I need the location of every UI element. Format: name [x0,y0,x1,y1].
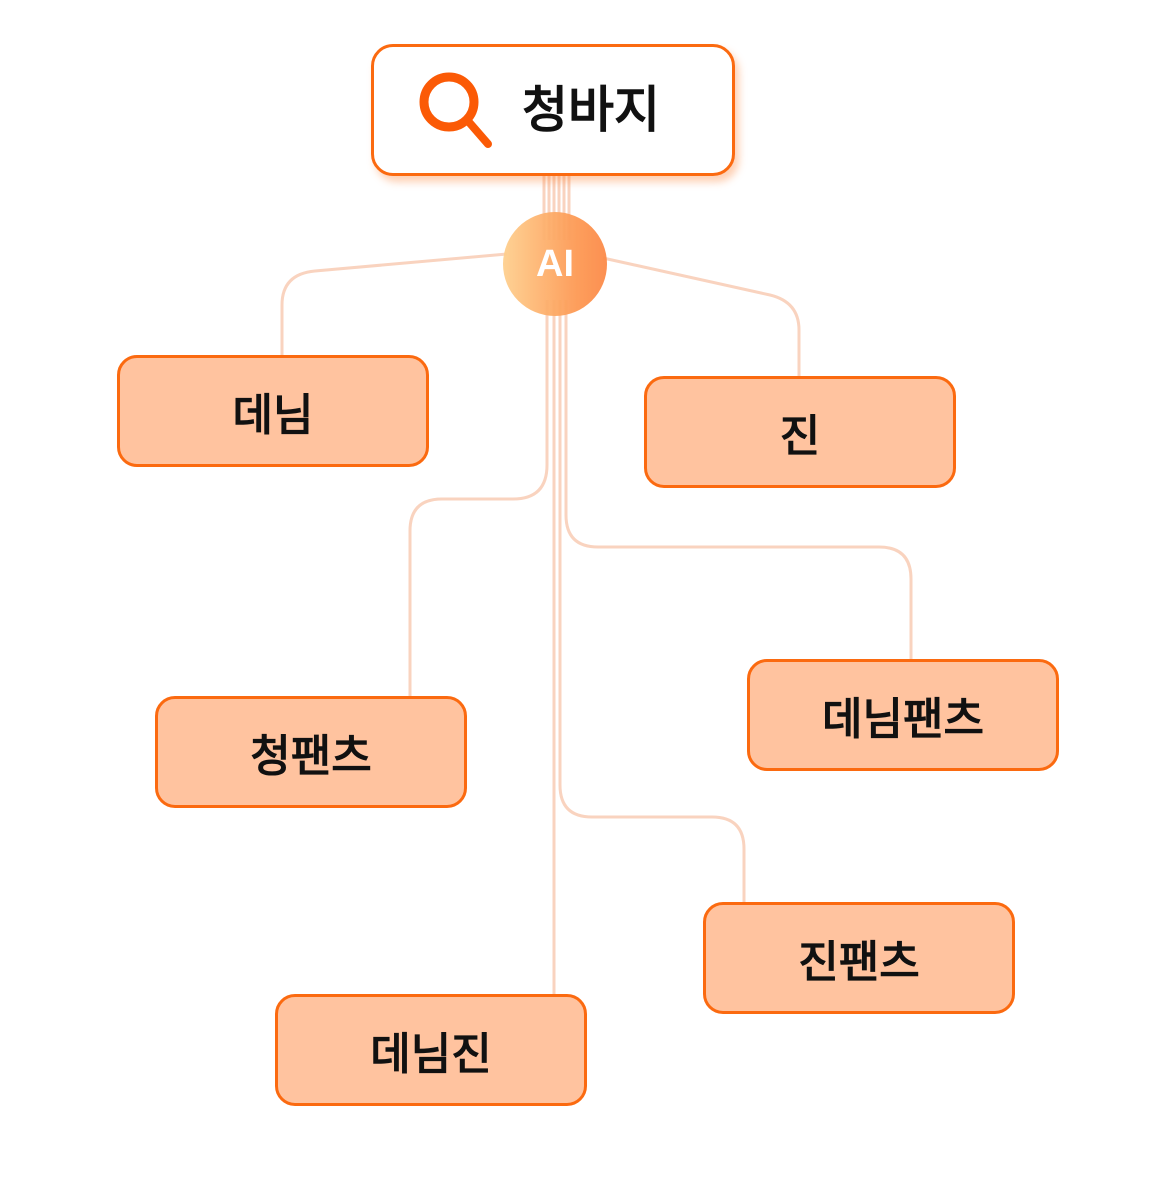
keyword-node[interactable]: 청팬츠 [155,696,467,808]
search-box[interactable]: 청바지 [371,44,735,176]
ai-hub: AI [503,212,607,316]
connector-jin [602,256,801,376]
connector-denim [280,252,508,355]
connector-search-ai [542,174,571,240]
keyword-node[interactable]: 진 [644,376,956,488]
connector-denimpants [564,300,913,659]
keyword-node[interactable]: 데님진 [275,994,587,1106]
keyword-node[interactable]: 진팬츠 [703,902,1015,1014]
search-query: 청바지 [522,81,660,139]
keyword-node[interactable]: 데님팬츠 [747,659,1059,771]
connector-cheongpants [408,300,549,696]
search-icon [419,72,492,148]
keyword-node[interactable]: 데님 [117,355,429,467]
connector-jinpants [558,300,746,902]
